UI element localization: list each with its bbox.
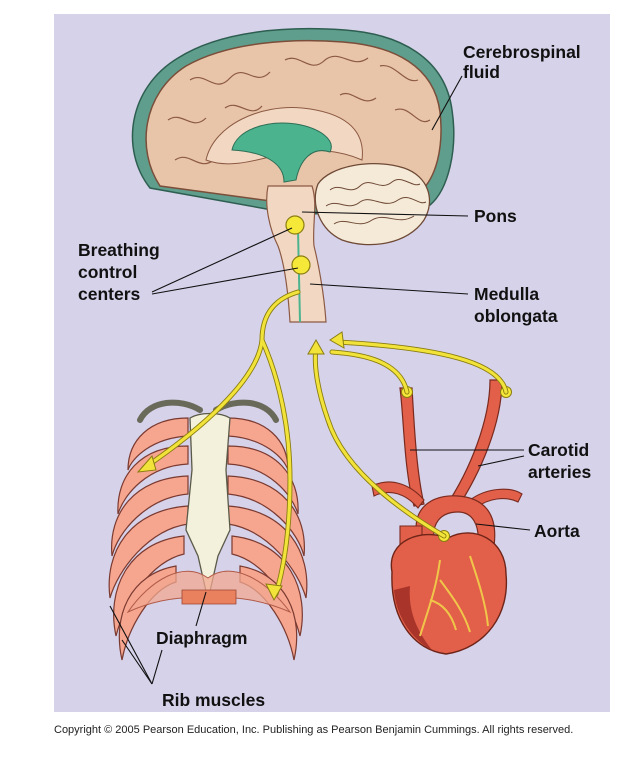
brain [131,27,455,323]
diaphragm-band [181,589,237,605]
heart-and-arteries [371,379,523,655]
nerve-pathways [136,289,509,602]
brainstem [266,185,327,323]
nerve-to-diaphragm [260,338,292,596]
pons-center [285,215,305,235]
coronary-vessels [419,555,489,637]
arrowhead-intercostals [136,454,157,473]
arrowhead-carotid-input [329,331,345,349]
top-rib-left [137,399,203,423]
nerve-from-left-carotid [330,350,409,394]
central-canal [297,229,301,323]
rib-cage [108,399,308,661]
label-medulla-line2: oblongata [474,306,558,326]
label-aorta: Aorta [534,521,580,541]
copyright-notice: Copyright © 2005 Pearson Education, Inc.… [54,724,573,736]
leader-lines [109,75,531,685]
brain-gyri [167,55,431,165]
label-breathing-line3: centers [78,284,141,304]
label-diaphragm: Diaphragm [156,628,247,648]
heart-shadow [394,586,432,650]
left-carotid-artery [399,387,425,507]
arrowhead-aortic-input [307,338,325,355]
label-breathing-line1: Breathing [78,240,160,260]
nerve-to-intercostals [142,290,300,470]
nerve-from-right-carotid [336,340,508,394]
label-cerebrospinal-fluid-line1: Cerebrospinal [463,42,581,62]
ventricle-csf [231,122,332,183]
sternum [185,412,231,601]
right-branch [469,488,523,509]
label-carotid-line2: arteries [528,462,592,482]
label-carotid-line1: Carotid [528,440,589,460]
medulla-center [291,255,311,275]
label-cerebrospinal-fluid-line2: fluid [463,62,500,82]
cerebellum [314,162,431,246]
arrowhead-diaphragm [265,583,283,602]
nerve-from-aorta [313,346,446,538]
label-rib-muscles: Rib muscles [162,690,265,710]
label-pons: Pons [474,206,517,226]
cerebellum-folia [325,179,427,225]
label-medulla-line1: Medulla [474,284,539,304]
label-breathing-line2: control [78,262,137,282]
